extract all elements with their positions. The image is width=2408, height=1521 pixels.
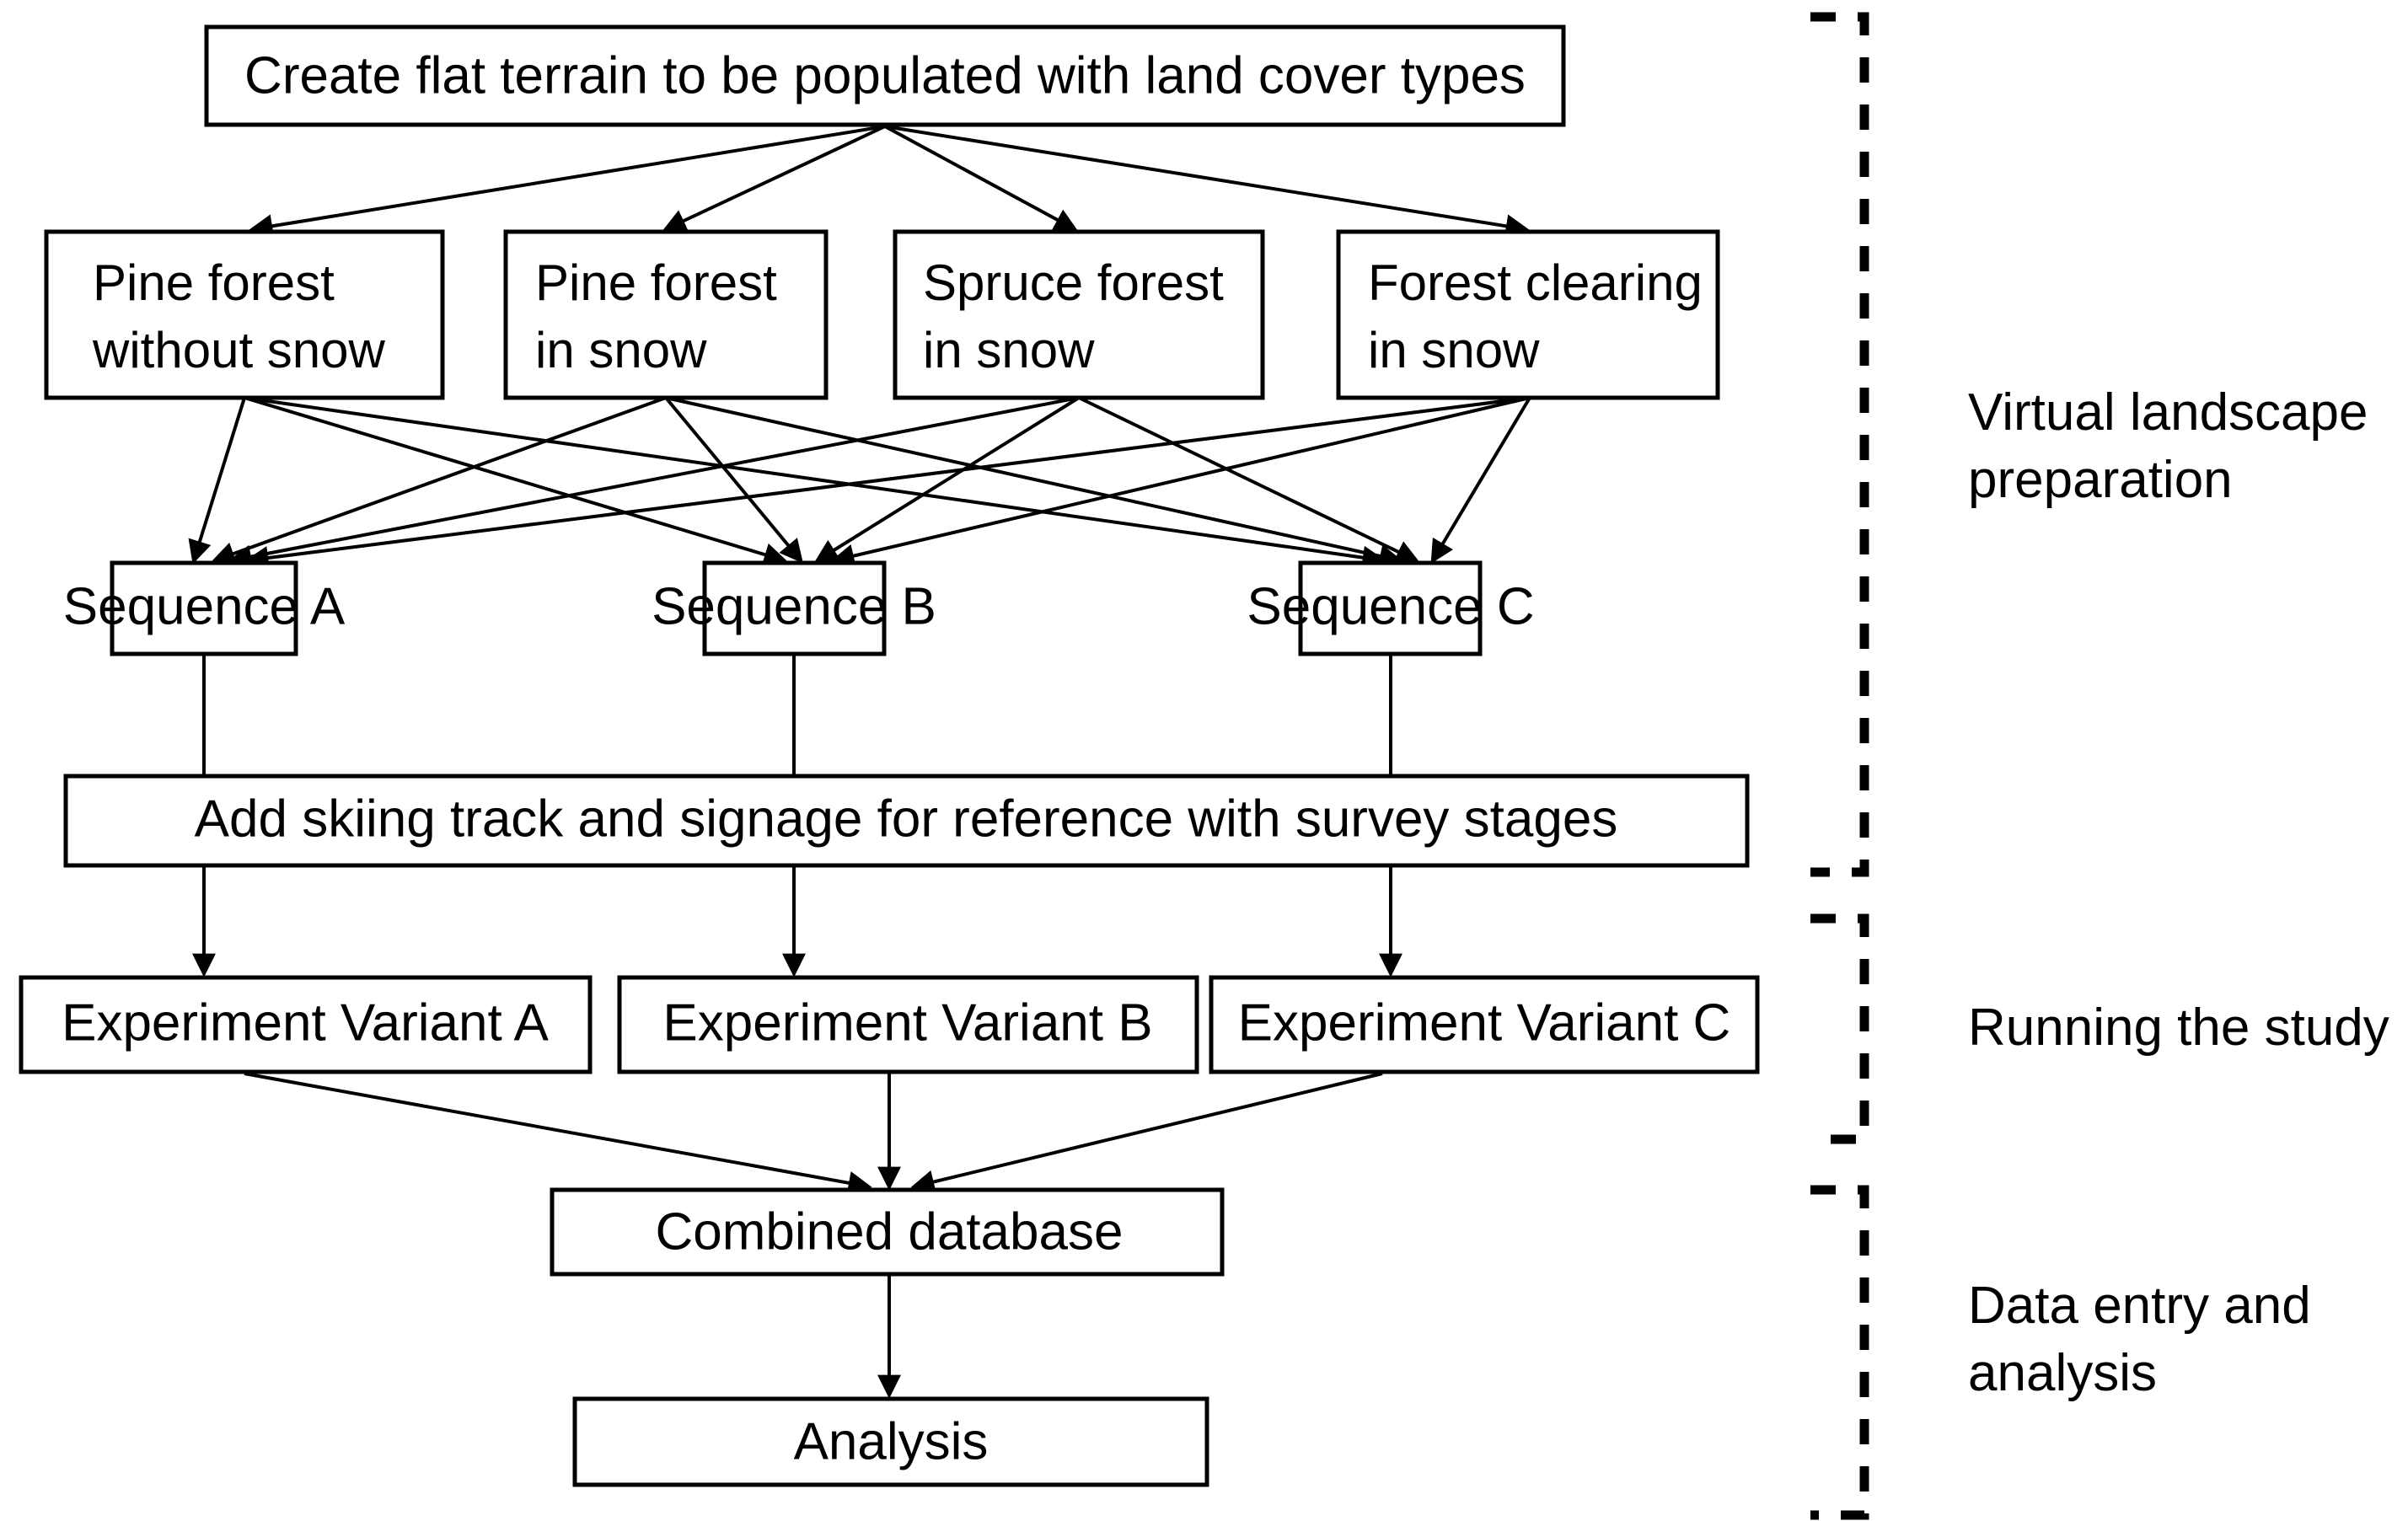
edge-spruce-snow-to-seq-b	[814, 396, 1081, 563]
node-combined-database-box	[550, 1187, 1225, 1277]
node-experiment-variant-a-box	[19, 975, 593, 1074]
edge-spruce-snow-to-seq-a	[228, 396, 1080, 569]
node-experiment-variant-c-box	[1209, 975, 1760, 1074]
node-sequence-a-box	[110, 560, 298, 656]
node-create-flat-terrain-box	[204, 24, 1566, 127]
bracket-data-entry-and-analysis-path	[1810, 1185, 1869, 1520]
node-pine-forest-in-snow[interactable]: Pine forest in snow	[503, 229, 829, 400]
edge-terrain-to-clearing-snow	[884, 125, 1530, 238]
stage-label-data-entry-and-analysis-line2: analysis	[1968, 1344, 2157, 1402]
node-pine-forest-without-snow-line2: without snow	[92, 322, 386, 378]
node-analysis-box	[572, 1396, 1209, 1487]
edge-clearing-snow-to-seq-c	[1430, 396, 1531, 565]
edge-clearing-snow-to-seq-b	[830, 396, 1531, 568]
node-sequence-c-label: Sequence C	[1247, 577, 1534, 635]
node-experiment-variant-b-label: Experiment Variant B	[662, 993, 1152, 1052]
edges-terrain-to-landcover	[249, 125, 1530, 238]
stage-label-running-the-study-line1: Running the study	[1968, 999, 2389, 1057]
node-spruce-forest-in-snow-line2: in snow	[923, 322, 1095, 378]
stage-label-data-entry-and-analysis-line1: Data entry and	[1968, 1277, 2311, 1335]
bracket-virtual-landscape-preparation-path	[1810, 12, 1869, 877]
stage-label-running-the-study: Running the study	[1968, 999, 2389, 1057]
node-pine-forest-without-snow-box	[44, 229, 445, 400]
node-experiment-variant-b-box	[617, 975, 1199, 1074]
node-spruce-forest-in-snow-line1: Spruce forest	[923, 254, 1224, 311]
edges-skiing-to-variants	[192, 865, 1402, 977]
node-pine-forest-in-snow-line1: Pine forest	[535, 254, 777, 311]
node-pine-forest-without-snow[interactable]: Pine forest without snow	[44, 229, 445, 400]
bracket-running-the-study	[1810, 913, 1869, 1144]
node-experiment-variant-c-label: Experiment Variant C	[1238, 993, 1731, 1052]
node-experiment-variant-c[interactable]: Experiment Variant C	[1209, 975, 1760, 1074]
node-add-skiing-track-label: Add skiing track and signage for referen…	[195, 790, 1618, 848]
edge-pine-snow-to-seq-c	[665, 396, 1403, 568]
edges-variants-to-combined	[244, 1072, 1383, 1195]
edges-landcover-to-sequences	[188, 396, 1531, 570]
node-sequence-b-box	[702, 560, 887, 656]
bracket-running-the-study-path	[1810, 913, 1869, 1144]
node-sequence-a[interactable]: Sequence A	[63, 560, 346, 656]
node-add-skiing-track-box	[63, 774, 1750, 868]
edge-pine-snow-to-seq-b	[664, 396, 803, 564]
edge-pine-snow-to-seq-a	[211, 396, 667, 565]
edge-spruce-snow-to-seq-c	[1078, 396, 1420, 563]
edge-variant-a-to-combined	[244, 1072, 872, 1195]
node-spruce-forest-in-snow-box	[893, 229, 1265, 400]
edge-clearing-snow-to-seq-a	[244, 396, 1531, 570]
node-sequence-b[interactable]: Sequence B	[652, 560, 936, 656]
node-sequence-a-label: Sequence A	[63, 577, 346, 635]
node-combined-database[interactable]: Combined database	[550, 1187, 1225, 1277]
node-forest-clearing-in-snow-line2: in snow	[1368, 322, 1540, 378]
node-create-flat-terrain[interactable]: Create flat terrain to be populated with…	[204, 24, 1566, 127]
node-experiment-variant-a[interactable]: Experiment Variant A	[19, 975, 593, 1074]
node-sequence-c-box	[1298, 560, 1483, 656]
node-combined-database-label: Combined database	[656, 1202, 1124, 1261]
node-forest-clearing-in-snow[interactable]: Forest clearing in snow	[1336, 229, 1720, 400]
node-pine-forest-in-snow-box	[503, 229, 829, 400]
stage-label-data-entry-and-analysis: Data entry and analysis	[1968, 1277, 2311, 1402]
node-spruce-forest-in-snow[interactable]: Spruce forest in snow	[893, 229, 1265, 400]
stage-label-virtual-landscape-preparation: Virtual landscape preparation	[1968, 383, 2368, 509]
edges-sequences-to-skiing	[202, 655, 1392, 776]
stage-label-virtual-landscape-preparation-line2: preparation	[1968, 451, 2233, 509]
node-experiment-variant-b[interactable]: Experiment Variant B	[617, 975, 1199, 1074]
node-experiment-variant-a-label: Experiment Variant A	[62, 993, 549, 1052]
node-pine-forest-without-snow-line1: Pine forest	[93, 254, 335, 311]
node-pine-forest-in-snow-line2: in snow	[535, 322, 707, 378]
node-analysis[interactable]: Analysis	[572, 1396, 1209, 1487]
edge-terrain-to-pine-no-snow	[249, 125, 886, 238]
bracket-virtual-landscape-preparation	[1810, 12, 1869, 877]
node-sequence-b-label: Sequence B	[652, 577, 936, 635]
node-create-flat-terrain-label: Create flat terrain to be populated with…	[244, 46, 1526, 104]
edge-pine-no-snow-to-seq-b	[244, 396, 788, 566]
stage-label-virtual-landscape-preparation-line1: Virtual landscape	[1968, 383, 2368, 442]
edge-variant-c-to-combined	[910, 1072, 1383, 1194]
node-forest-clearing-in-snow-box	[1336, 229, 1720, 400]
edge-terrain-to-spruce-snow	[884, 125, 1079, 232]
node-add-skiing-track[interactable]: Add skiing track and signage for referen…	[63, 774, 1750, 868]
node-analysis-label: Analysis	[794, 1412, 989, 1470]
edge-terrain-to-pine-snow	[662, 125, 886, 232]
edge-pine-no-snow-to-seq-a	[188, 397, 246, 565]
node-forest-clearing-in-snow-line1: Forest clearing	[1368, 254, 1703, 311]
edge-pine-no-snow-to-seq-c	[244, 396, 1386, 570]
bracket-data-entry-and-analysis	[1810, 1185, 1869, 1520]
node-sequence-c[interactable]: Sequence C	[1247, 560, 1535, 656]
